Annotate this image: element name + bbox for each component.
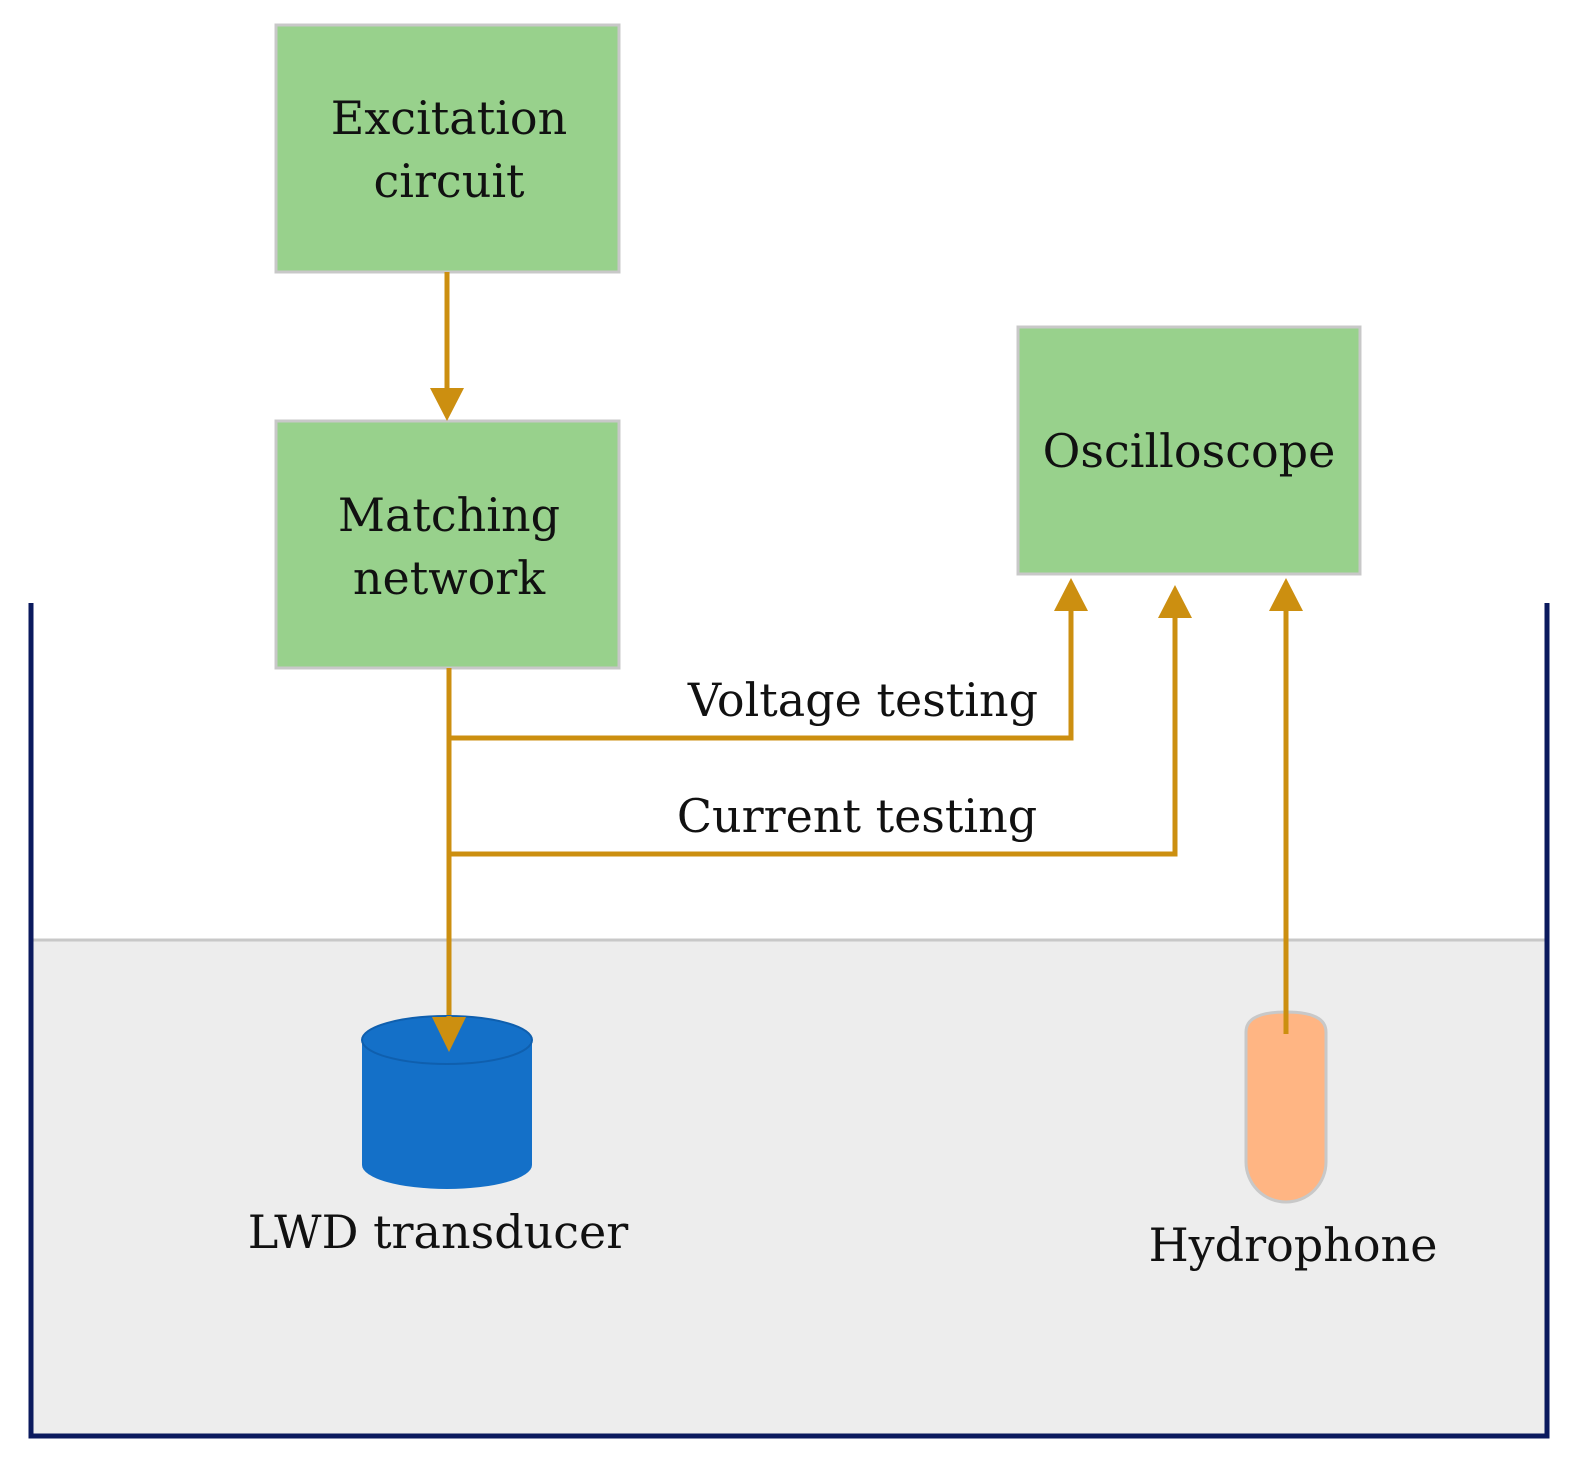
matching-network-box xyxy=(274,419,621,670)
hydrophone-label: Hydrophone xyxy=(1149,1218,1438,1272)
excitation-circuit-box xyxy=(274,23,621,274)
transducer-cylinder-body xyxy=(362,1040,532,1189)
excitation-circuit-label-line2: circuit xyxy=(373,154,525,208)
matching-network-label-line2: network xyxy=(353,551,546,605)
oscilloscope-label: Oscilloscope xyxy=(1043,424,1336,478)
oscilloscope-node: Oscilloscope xyxy=(1016,325,1362,576)
excitation-circuit-node: Excitation circuit xyxy=(274,23,621,274)
lwd-transducer-label: LWD transducer xyxy=(248,1205,629,1259)
arrow-hydrophone-to-oscilloscope xyxy=(1269,578,1303,1034)
water-region xyxy=(32,940,1546,1436)
voltage-testing-label: Voltage testing xyxy=(687,673,1038,727)
tank-wall xyxy=(28,603,1550,1439)
hydrophone-body xyxy=(1244,1010,1328,1204)
matching-network-label-line1: Matching xyxy=(338,488,560,542)
arrow-excitation-to-matching xyxy=(430,272,464,421)
arrow-current-testing xyxy=(449,585,1192,857)
matching-network-node: Matching network xyxy=(274,419,621,670)
excitation-circuit-label-line1: Excitation xyxy=(331,91,567,145)
lwd-transducer-node: LWD transducer xyxy=(248,1015,629,1259)
hydrophone-node: Hydrophone xyxy=(1149,1010,1438,1272)
current-testing-label: Current testing xyxy=(677,789,1037,843)
oscilloscope-box xyxy=(1016,325,1362,576)
arrow-voltage-testing xyxy=(449,578,1088,741)
